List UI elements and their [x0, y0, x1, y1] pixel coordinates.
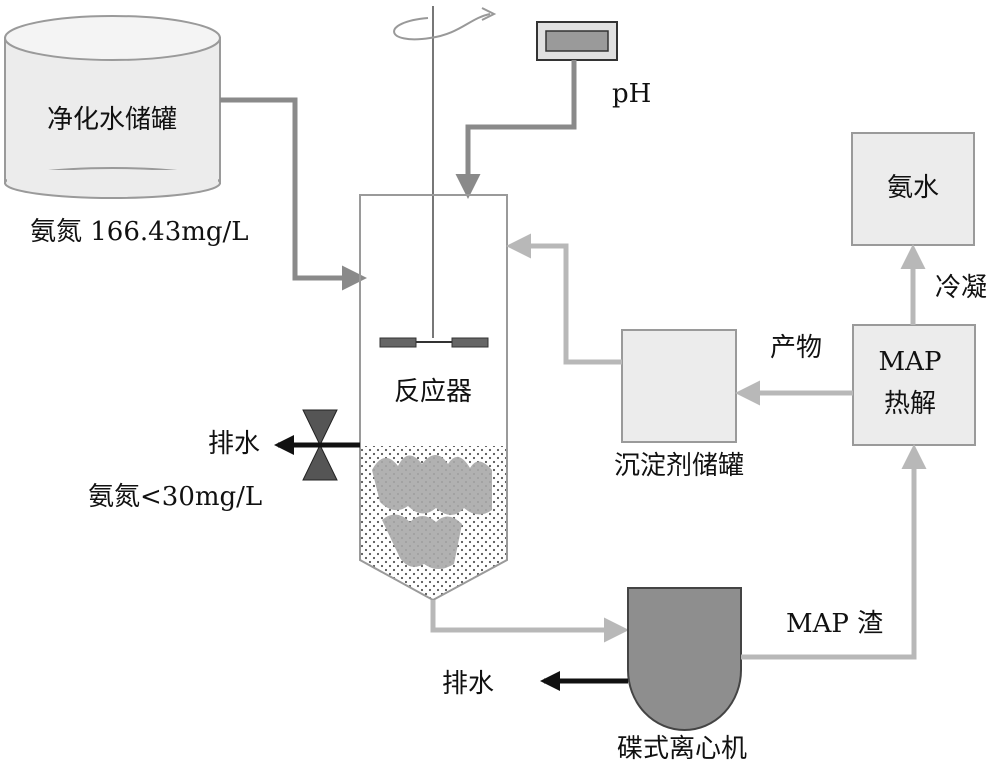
centrifuge [627, 587, 742, 731]
precipitant-tank-box [621, 329, 737, 443]
drain-reactor-caption: 氨氮<30mg/L [88, 482, 262, 512]
reactor-label: 反应器 [394, 377, 472, 407]
pipe-tank-to-reactor [220, 97, 367, 291]
rotation-arrow-icon [393, 13, 491, 41]
storage-tank: 净化水储罐 [4, 15, 221, 199]
precipitant-tank-label: 沉淀剂储罐 [614, 451, 744, 481]
stirrer [379, 6, 497, 348]
storage-tank-caption: 氨氮 166.43mg/L [30, 217, 249, 247]
centrifuge-label: 碟式离心机 [617, 734, 747, 764]
sediment-blobs [372, 455, 492, 569]
drain-reactor-label: 排水 [208, 429, 260, 459]
ammonia-water-box [851, 132, 975, 246]
ammonia-water-label: 氨水 [887, 173, 939, 203]
drain-centrifuge-label: 排水 [442, 669, 494, 699]
storage-tank-label: 净化水储罐 [47, 105, 177, 135]
pipe-precipitant-to-reactor [506, 233, 622, 365]
pipe-reactor-to-centrifuge [430, 600, 629, 643]
pipe-map-residue [741, 444, 927, 660]
pipe-ph-to-reactor [455, 60, 577, 199]
condense-label: 冷凝 [935, 273, 987, 303]
map-residue-label: MAP 渣 [786, 609, 883, 639]
ph-label: pH [612, 79, 651, 109]
product-label: 产物 [770, 333, 822, 363]
map-pyrolysis-label-line2: 热解 [884, 389, 936, 419]
map-pyrolysis-label-line1: MAP [879, 347, 942, 377]
map-pyrolysis-box [852, 324, 976, 446]
drain-valve [302, 409, 338, 481]
ph-meter [536, 21, 618, 61]
reactor: 反应器 [359, 194, 508, 602]
